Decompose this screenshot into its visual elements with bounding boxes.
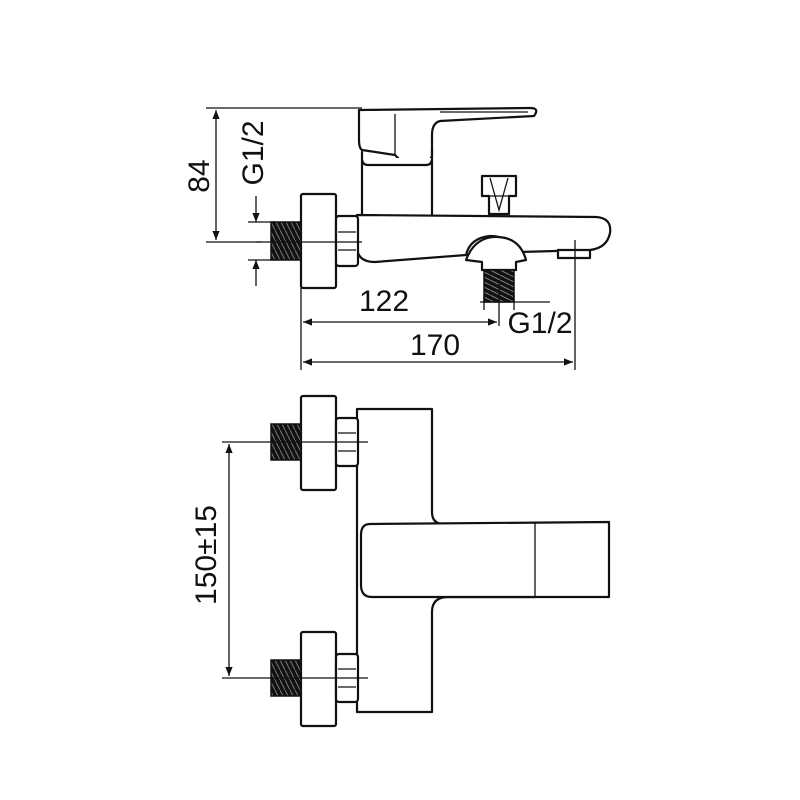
dimension-122-label: 122 (359, 285, 409, 318)
lower-wall-flange (299, 630, 338, 728)
dimension-122: 122 (300, 284, 500, 370)
dimension-170-label: 170 (410, 329, 460, 362)
dimension-170: 170 (303, 258, 576, 370)
inlet-thread (270, 221, 302, 261)
dimension-inlet-thread: G1/2 (237, 120, 276, 286)
diverter-knob (480, 174, 518, 216)
lever-handle (357, 106, 538, 162)
dimension-height: 84 (183, 107, 362, 243)
side-view (256, 106, 612, 303)
wall-flange (299, 192, 338, 290)
upper-wall-flange (299, 394, 338, 492)
inlet-thread-label: G1/2 (237, 120, 270, 185)
spout-aerator (556, 240, 592, 260)
connector-nut (334, 214, 360, 268)
dimension-outlet-thread: G1/2 (480, 295, 573, 340)
outlet-thread-label: G1/2 (507, 307, 572, 340)
cartridge-body (360, 148, 434, 217)
shower-outlet-dome (464, 235, 528, 272)
dimension-height-label: 84 (183, 159, 216, 192)
center-distance-label: 150±15 (190, 505, 223, 605)
dimension-center-distance: 150±15 (190, 444, 233, 676)
lever-front (359, 520, 611, 599)
front-view (222, 394, 611, 728)
